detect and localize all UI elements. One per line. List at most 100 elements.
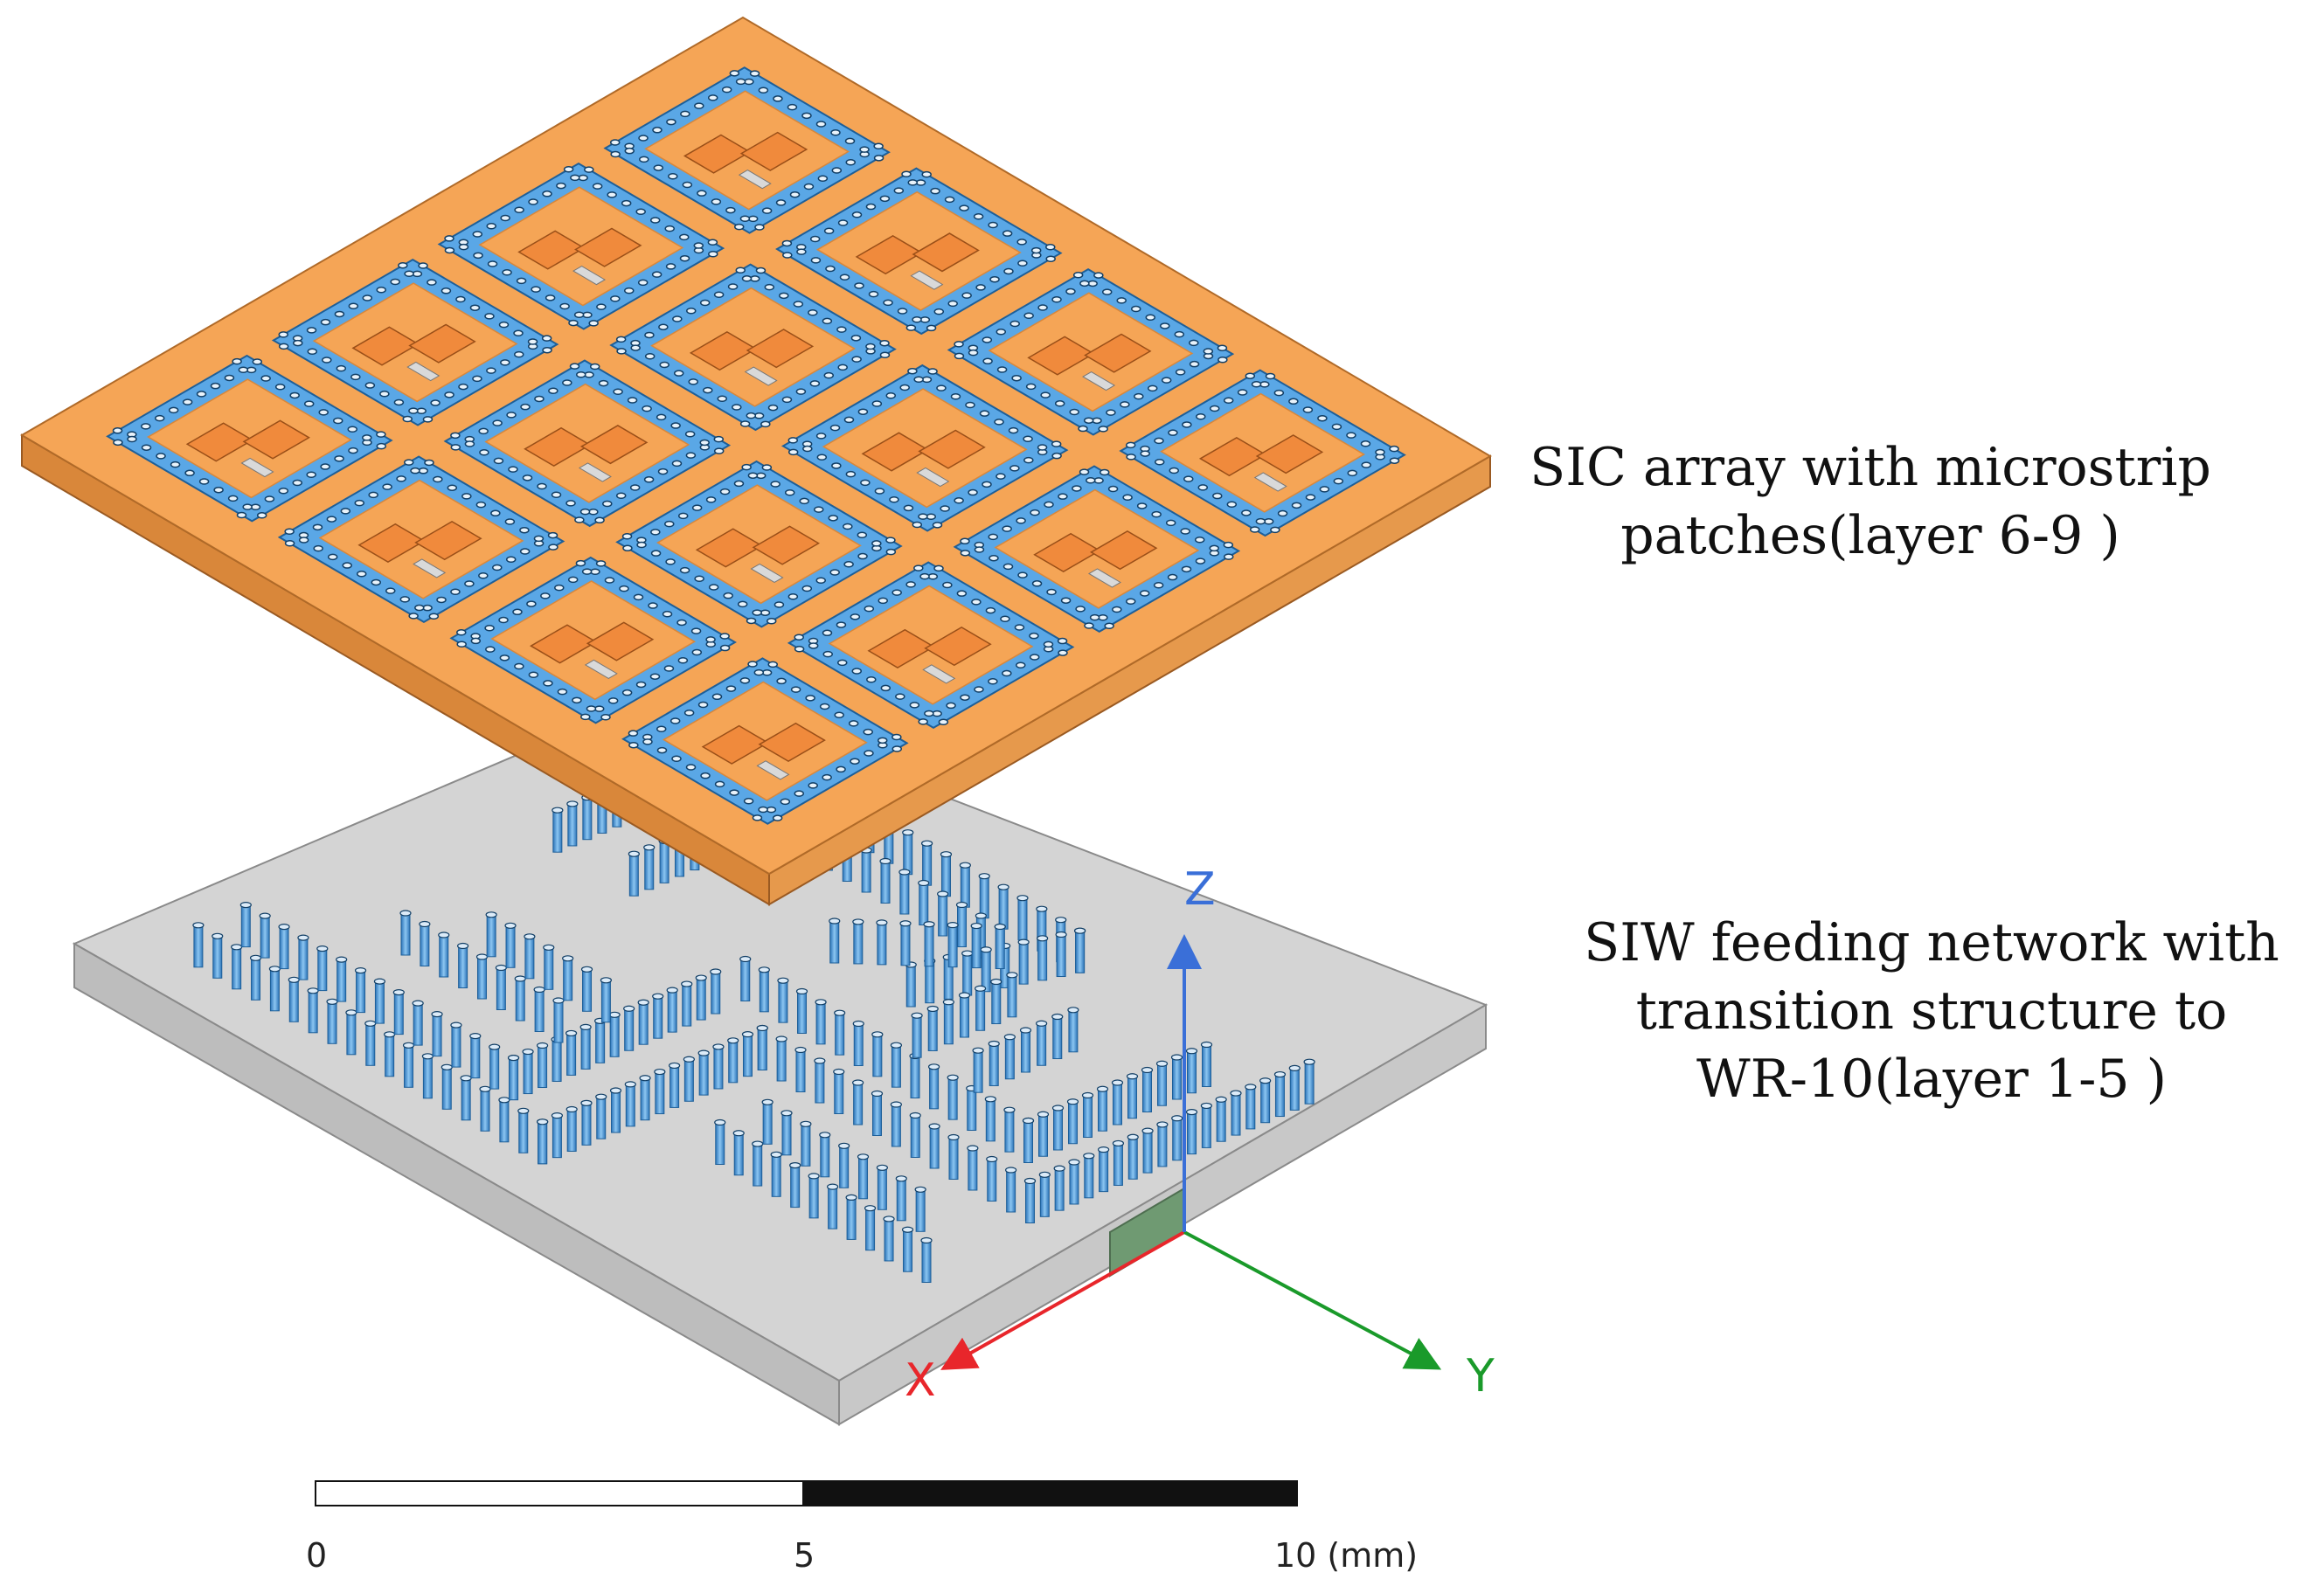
siw-via [432,1014,442,1057]
siw-via [943,1001,954,1045]
siw-via-cap [819,1132,831,1139]
sic-cell [1119,369,1406,537]
sic-via [885,391,897,399]
sic-via [752,814,763,821]
sic-via [926,324,937,332]
sic-via [1203,348,1214,355]
siw-via [400,912,411,956]
siw-via-cap [524,933,536,940]
x-axis-label: X [905,1354,936,1407]
sic-via [1122,494,1133,501]
sic-via [743,798,754,805]
sic-via [607,191,617,198]
siw-via-cap [1055,931,1067,938]
sic-via [873,155,885,162]
siw-via [489,1046,500,1090]
sic-via [1017,571,1028,578]
microstrip-patch [912,232,980,273]
sic-cell [947,267,1235,436]
coupling-slot [578,462,612,482]
siw-network-caption: SIW feeding network with transition stru… [1582,909,2281,1113]
siw-via-cap [441,1063,453,1070]
sic-via [897,308,908,315]
sic-via [814,506,824,513]
siw-via [1142,1130,1153,1174]
sic-via [707,94,718,101]
sic-via [656,725,667,732]
sic-via [569,363,580,370]
siw-via-cap [926,1005,939,1013]
siw-via [853,1023,864,1066]
siw-via-cap [431,1010,443,1018]
siw-via [991,981,1002,1025]
sic-via [141,423,151,430]
siw-via [776,1038,787,1082]
sic-via [486,222,496,230]
sic-via [628,730,639,737]
sic-via [444,235,454,242]
sic-cell [953,465,1241,634]
sic-via [312,523,323,531]
sic-via [1016,517,1026,524]
sic-via [901,170,912,178]
sic-via [733,223,745,231]
siw-via-cap [838,1142,850,1149]
sic-via [252,358,263,365]
siw-via-cap [336,956,348,963]
siw-via-cap [354,966,367,974]
siw-via-cap [608,1011,621,1018]
sic-via [940,505,950,512]
siw-via [439,934,449,978]
sic-via [1083,417,1094,424]
sic-via [610,295,621,302]
sic-via [574,516,585,523]
siw-via [552,1115,562,1159]
sic-via [828,515,839,522]
sic-via [956,590,968,597]
siw-via [1113,1082,1122,1125]
sic-via [398,261,408,269]
siw-via-cap [914,1186,926,1193]
siw-via-cap [777,977,789,984]
siw-via [925,960,935,1004]
sic-via [563,166,574,173]
coupling-slot [1253,472,1287,492]
sic-via [982,336,993,343]
siw-via-cap [898,869,911,876]
sic-via [578,174,588,182]
siw-via [929,1066,940,1110]
siw-via-cap [890,1042,903,1049]
siw-via [422,1056,433,1099]
sic-via [334,455,344,462]
sic-via [729,70,740,77]
siw-via [891,1104,901,1147]
siw-via-cap [756,1024,768,1032]
siw-via [404,1044,414,1088]
sic-via [652,127,663,134]
siw-via [1142,1070,1152,1112]
siw-via [1304,1061,1315,1105]
siw-via [899,871,910,915]
siw-via [566,1032,577,1076]
siw-via-cap [637,999,649,1006]
siw-via [861,849,871,893]
siw-via-cap [475,953,489,960]
siw-via [853,921,864,965]
siw-via [1216,1098,1226,1142]
sic-via [1237,389,1248,396]
sic-via [430,399,441,406]
siw-via-cap [1200,1102,1212,1110]
sic-via [907,179,919,186]
sic-via [1054,400,1065,407]
siw-via [742,1034,753,1077]
sic-via [781,396,793,404]
sic-via [739,215,751,223]
sic-via [642,405,652,412]
siw-via [413,1002,423,1046]
sic-cell [787,561,1075,729]
sic-via [988,677,998,685]
sic-via [979,410,990,417]
siw-via [1231,1092,1241,1136]
sic-via [1112,606,1122,613]
